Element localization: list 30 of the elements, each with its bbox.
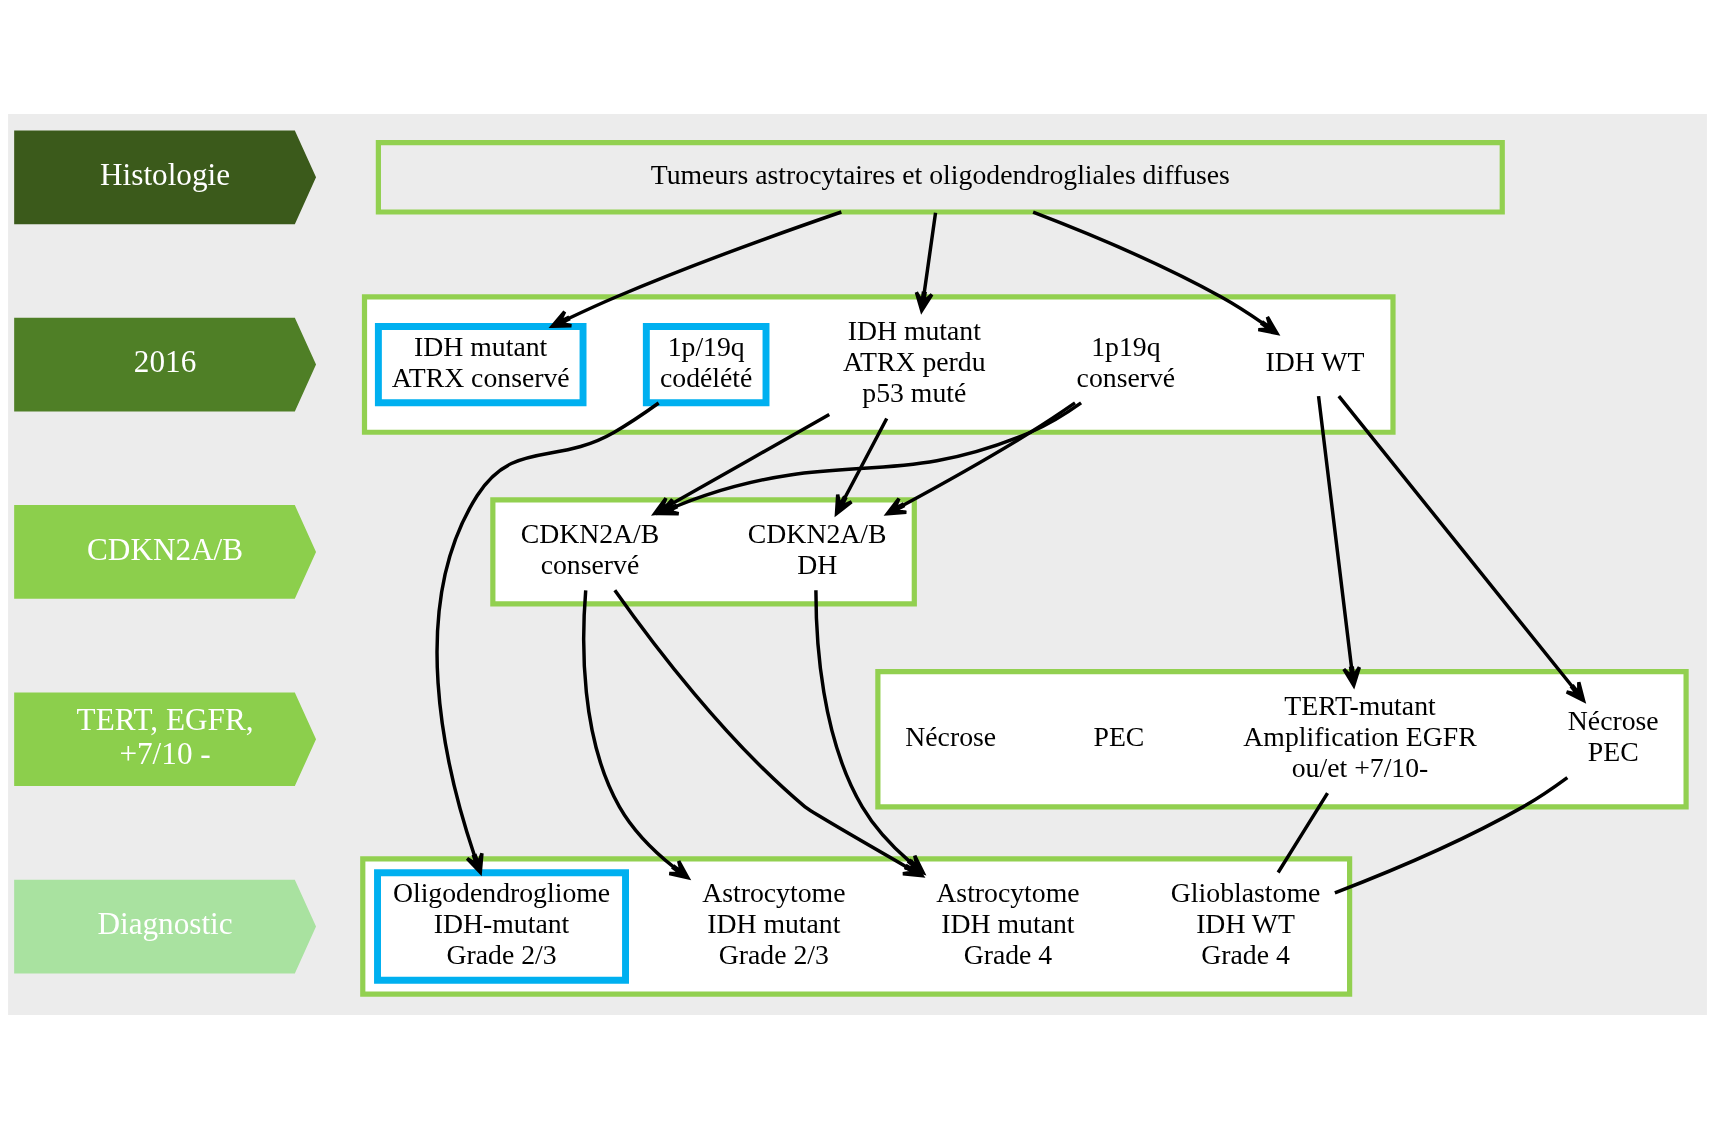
- node-text: PEC: [1093, 720, 1145, 752]
- arrow: [814, 590, 925, 875]
- cluster: [361, 294, 1396, 435]
- arrow: [435, 401, 660, 875]
- arrow: [885, 401, 1076, 516]
- arrow: [1337, 395, 1586, 703]
- connector: [1276, 792, 1329, 874]
- arrow: [1032, 210, 1279, 336]
- arrow: [914, 212, 938, 313]
- node-box: Oligodendrogliome IDH-mutant Grade 2/3: [374, 869, 629, 984]
- node-text: Astrocytome IDH mutant Grade 4: [936, 876, 1080, 971]
- node-text: TERT-mutant Amplification EGFR ou/et +7/10-: [1243, 689, 1477, 784]
- arrow: [582, 590, 690, 880]
- node-box: Tumeurs astrocytaires et oligodendrogliales diffuses: [375, 140, 1505, 215]
- node-text: 1p19q conservé: [1076, 330, 1176, 393]
- cluster: [875, 669, 1689, 810]
- node-text: Astrocytome IDH mutant Grade 2/3: [702, 876, 846, 971]
- arrow: [550, 210, 842, 328]
- node-text: CDKN2A/B conservé: [520, 517, 660, 581]
- node-text: IDH WT: [1265, 346, 1365, 378]
- node-text: Nécrose PEC: [1567, 705, 1659, 768]
- node-box: 1p/19q codélété: [642, 323, 770, 407]
- connector: [1334, 776, 1569, 895]
- arrow: [1316, 395, 1362, 688]
- arrow: [834, 417, 889, 516]
- node-text: Glioblastome IDH WT Grade 4: [1170, 876, 1321, 971]
- node-text: Nécrose: [905, 720, 997, 752]
- node-text: IDH mutant ATRX perdu p53 muté: [843, 314, 986, 409]
- node-text: CDKN2A/B DH: [747, 517, 887, 581]
- node-box: IDH mutant ATRX conservé: [374, 323, 587, 407]
